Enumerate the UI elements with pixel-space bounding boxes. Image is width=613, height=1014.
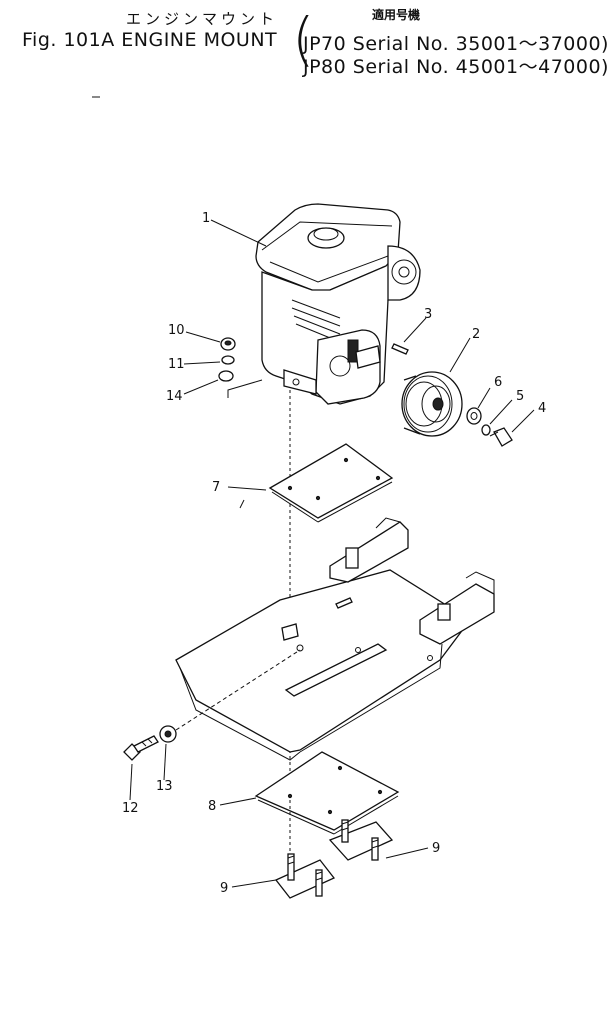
callout-13: 13 [156, 779, 173, 794]
callout-4: 4 [538, 401, 546, 416]
serial-range-jp80: JP80 Serial No. 45001～47000) [303, 56, 609, 78]
callout-9-right: 9 [432, 841, 440, 856]
callout-11: 11 [168, 357, 185, 372]
callout-9-left: 9 [220, 881, 228, 896]
callout-14: 14 [166, 389, 183, 404]
callout-5: 5 [516, 389, 524, 404]
stray-mark [239, 499, 245, 509]
spring-washer-11 [221, 355, 235, 365]
serial-range-jp70: JP70 Serial No. 35001～37000) [303, 33, 609, 55]
base-frame [175, 517, 495, 761]
callout-7: 7 [212, 480, 220, 495]
callout-6: 6 [494, 375, 502, 390]
applicable-serials-label: 適用号機 [372, 8, 421, 22]
mount-plate-upper [268, 443, 394, 523]
washer-6 [466, 407, 482, 425]
shaft-key [391, 343, 409, 355]
nut-13 [159, 725, 177, 743]
mount-plate-lower [254, 751, 400, 835]
leader-lines [129, 219, 535, 888]
washer-14 [218, 370, 234, 382]
callout-12: 12 [122, 801, 139, 816]
bolt-axis-line [175, 649, 301, 731]
engine-assembly [227, 203, 421, 405]
spring-washer-5 [481, 424, 491, 436]
bolt-12 [123, 735, 159, 761]
pulley [401, 371, 463, 437]
callout-8: 8 [208, 799, 216, 814]
bolt-4 [489, 427, 513, 447]
callout-10: 10 [168, 323, 185, 338]
callout-3: 3 [424, 307, 432, 322]
figure-title: Fig. 101A ENGINE MOUNT [22, 29, 278, 51]
mount-stud-right [328, 819, 394, 861]
japanese-subtitle: エンジンマウント [126, 10, 279, 28]
serial-bracket: ( [292, 5, 315, 73]
callout-2: 2 [472, 327, 480, 342]
callout-1: 1 [202, 211, 210, 226]
mount-stud-left [274, 853, 336, 899]
